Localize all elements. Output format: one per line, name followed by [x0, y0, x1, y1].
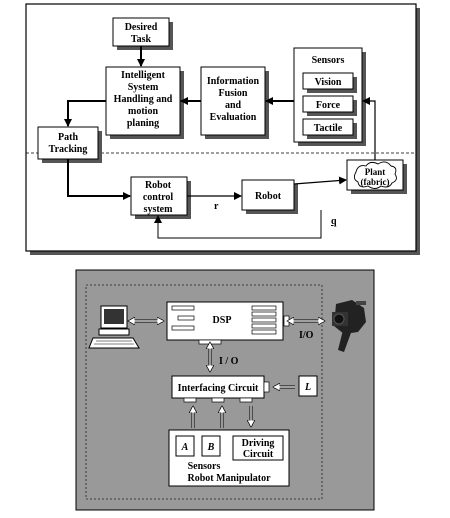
control-line-3: system — [144, 204, 174, 215]
robot-manipulator-block: A B Driving Circuit Sensors Robot Manipu… — [168, 429, 290, 487]
l-label: L — [304, 382, 311, 393]
sensor-b-label: B — [207, 442, 215, 453]
control-line-2: control — [143, 192, 174, 203]
driving-line-2: Circuit — [243, 449, 274, 460]
force-box — [302, 95, 354, 113]
bottom-dashed-frame — [85, 284, 323, 500]
force-label: Force — [316, 100, 341, 111]
fusion-line-4: Evaluation — [210, 112, 257, 123]
desired-task-line-2: Task — [131, 34, 152, 45]
dsp-board: DSP — [166, 301, 290, 345]
tactile-label: Tactile — [314, 123, 343, 134]
path-line-2: Tracking — [49, 144, 88, 155]
path-line-1: Path — [58, 132, 78, 143]
top-block-diagram: Desired Task Intelligent System Handling… — [25, 3, 420, 255]
tactile-box — [302, 118, 354, 136]
signal-r: r — [214, 201, 219, 212]
computer-icon — [88, 305, 140, 349]
fusion-line-1: Information — [207, 76, 260, 87]
fusion-line-3: and — [225, 100, 242, 111]
path-tracking-block: Path Tracking — [37, 126, 102, 163]
io-center-label: I / O — [219, 356, 239, 367]
io-right-label: I/O — [299, 330, 314, 341]
sensors-label: Sensors — [188, 461, 221, 472]
sensors-block: Sensors Vision Force Tactile — [293, 47, 366, 146]
plant-block: Plant (fabric) — [346, 159, 407, 194]
sensor-a-label: A — [181, 442, 189, 453]
intelligent-line-3: Handling and — [114, 94, 173, 105]
desired-task-line-1: Desired — [125, 22, 158, 33]
robot-label: Robot — [255, 191, 282, 202]
dsp-label: DSP — [213, 315, 232, 326]
signal-q: q — [331, 216, 337, 227]
intelligent-line-5: planing — [127, 118, 159, 129]
driving-line-1: Driving — [242, 438, 275, 449]
information-fusion-block: Information Fusion and Evaluation — [200, 66, 269, 139]
intelligent-line-2: System — [128, 82, 159, 93]
plant-line-2: (fabric) — [361, 177, 390, 187]
sensors-title: Sensors — [312, 55, 345, 66]
plant-cloud-shape — [353, 161, 397, 189]
robot-block: Robot — [241, 179, 298, 214]
fusion-line-2: Fusion — [219, 88, 248, 99]
interfacing-circuit-block: Interfacing Circuit — [171, 375, 270, 403]
intelligent-line-1: Intelligent — [121, 70, 166, 81]
camera-icon — [332, 300, 366, 352]
robot-manipulator-label: Robot Manipulator — [187, 473, 271, 484]
bottom-arrows — [134, 321, 324, 428]
vision-label: Vision — [315, 77, 342, 88]
plant-line-1: Plant — [365, 167, 386, 177]
intelligent-line-4: motion — [128, 106, 158, 117]
robot-control-block: Robot control system — [130, 176, 191, 219]
intelligent-system-block: Intelligent System Handling and motion p… — [105, 66, 184, 139]
control-line-1: Robot — [145, 180, 172, 191]
vision-box — [302, 72, 354, 90]
l-box: L — [298, 375, 318, 397]
top-arrows — [64, 46, 376, 239]
bottom-hardware-diagram: DSP Interfacing Circuit L — [75, 269, 375, 511]
interfacing-label: Interfacing Circuit — [178, 383, 259, 394]
desired-task-block: Desired Task — [112, 17, 173, 50]
